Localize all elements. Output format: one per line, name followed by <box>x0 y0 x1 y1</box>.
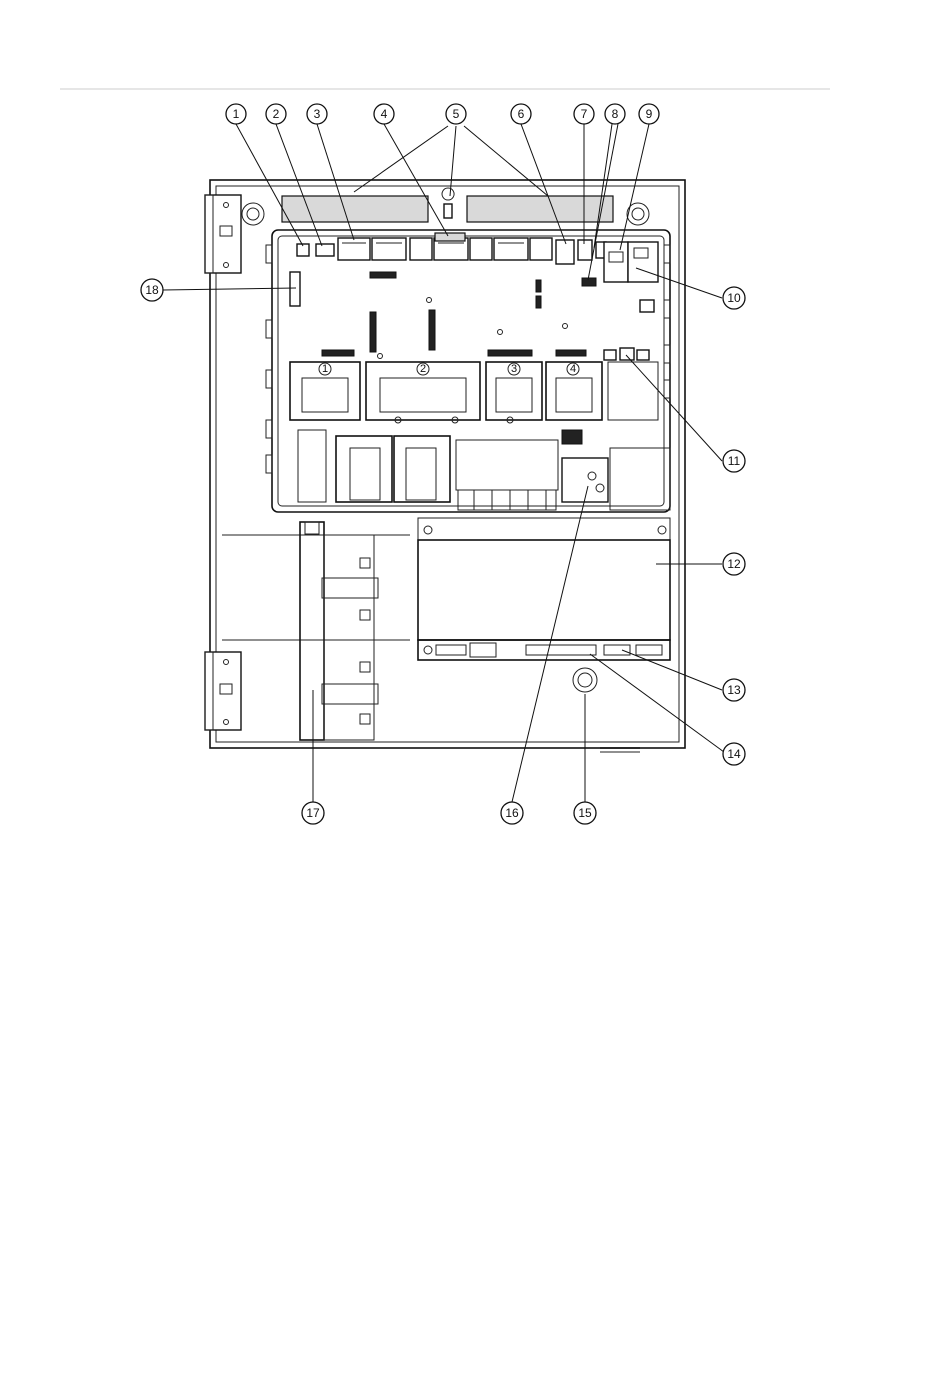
svg-text:13: 13 <box>727 683 741 697</box>
svg-text:8: 8 <box>612 107 619 121</box>
slot-label-3: 3 <box>511 363 517 375</box>
terminal-blocks <box>297 233 606 286</box>
callout-5: 5 <box>446 104 466 124</box>
board-lower-area <box>298 430 670 510</box>
svg-text:10: 10 <box>727 291 741 305</box>
callout-8: 8 <box>605 104 625 124</box>
module-slots <box>290 362 658 437</box>
svg-text:15: 15 <box>578 806 592 820</box>
callout-12: 12 <box>723 553 745 575</box>
slot-label-2: 2 <box>420 363 426 375</box>
svg-text:14: 14 <box>727 747 741 761</box>
callout-17: 17 <box>302 802 324 824</box>
callout-10: 10 <box>723 287 745 309</box>
earth-stud <box>573 668 597 692</box>
callout-6: 6 <box>511 104 531 124</box>
callout-16: 16 <box>501 802 523 824</box>
svg-text:1: 1 <box>233 107 240 121</box>
hinge-top <box>205 195 241 273</box>
svg-text:5: 5 <box>453 107 460 121</box>
callout-2: 2 <box>266 104 286 124</box>
callout-1: 1 <box>226 104 246 124</box>
battery-area <box>222 522 410 740</box>
callout-11: 11 <box>723 450 745 472</box>
hinge-bottom <box>205 652 241 730</box>
callout-14: 14 <box>723 743 745 765</box>
slot-label-1: 1 <box>322 363 328 375</box>
slot-labels: 1 2 3 4 <box>319 363 579 375</box>
leader-lines <box>163 124 724 802</box>
svg-text:17: 17 <box>306 806 320 820</box>
callout-18: 18 <box>141 279 163 301</box>
svg-text:4: 4 <box>381 107 388 121</box>
svg-text:6: 6 <box>518 107 525 121</box>
callout-15: 15 <box>574 802 596 824</box>
mounting-hole-top-left <box>242 203 264 225</box>
callout-13: 13 <box>723 679 745 701</box>
keyhole-slot <box>442 188 454 218</box>
callout-4: 4 <box>374 104 394 124</box>
svg-text:2: 2 <box>273 107 280 121</box>
svg-text:3: 3 <box>314 107 321 121</box>
svg-text:16: 16 <box>505 806 519 820</box>
callout-7: 7 <box>574 104 594 124</box>
svg-text:11: 11 <box>728 454 741 468</box>
svg-text:12: 12 <box>727 557 741 571</box>
svg-text:7: 7 <box>581 107 588 121</box>
callout-9: 9 <box>639 104 659 124</box>
ethernet-module <box>604 242 658 282</box>
slot-label-4: 4 <box>570 363 576 375</box>
callout-3: 3 <box>307 104 327 124</box>
power-supply-unit <box>418 518 670 660</box>
board-components <box>290 272 654 360</box>
svg-text:9: 9 <box>646 107 653 121</box>
svg-text:18: 18 <box>145 283 159 297</box>
